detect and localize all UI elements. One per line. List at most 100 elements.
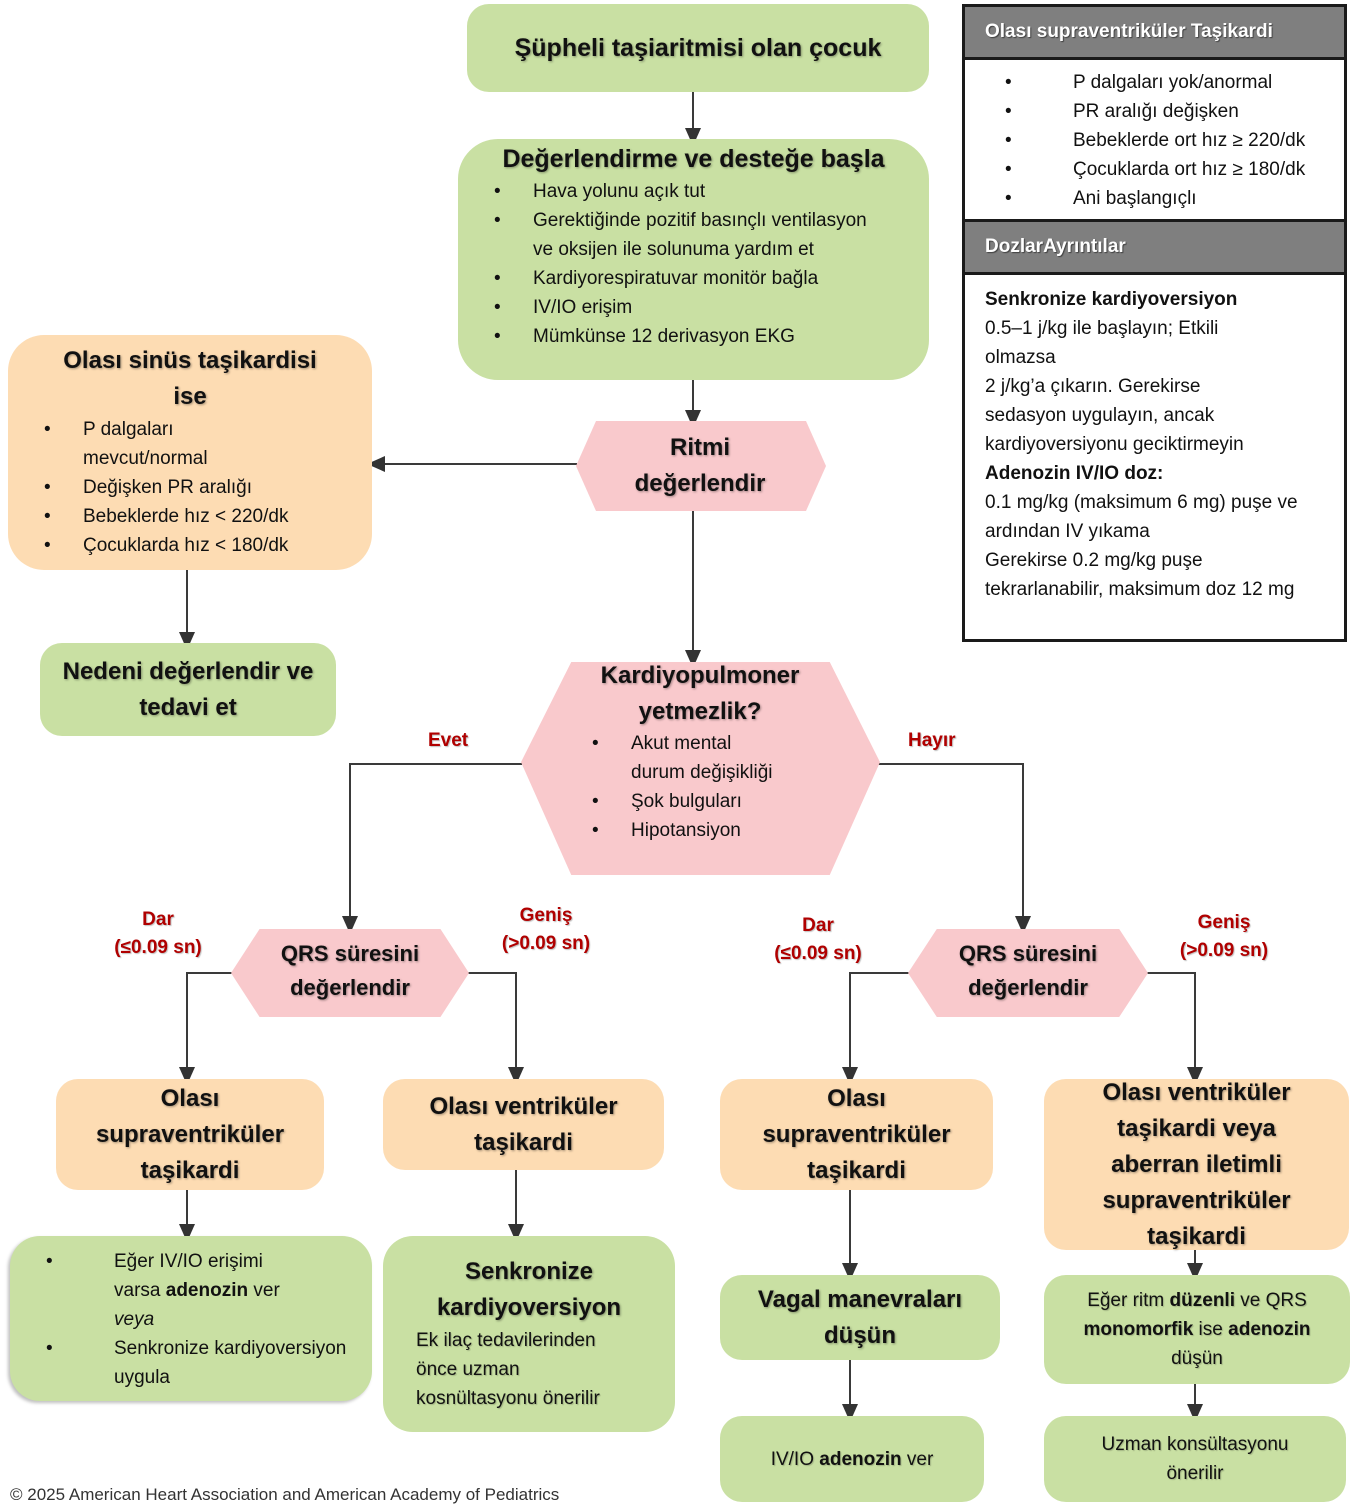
narrow-label-line1: Dar bbox=[142, 909, 174, 930]
assess-title: Değerlendirme ve desteğe başla bbox=[502, 145, 885, 173]
svt-criteria-header: Olası supraventriküler Taşikardi bbox=[965, 7, 1344, 60]
no-label: Hayır bbox=[908, 730, 956, 751]
left-vt-action-text: Ek ilaç tedavilerinden önce uzman kosnül… bbox=[416, 1330, 600, 1409]
left-vt-action-box: Senkronize kardiyoversiyon Ek ilaç tedav… bbox=[383, 1236, 675, 1432]
assess-item: Hava yolunu açık tut bbox=[458, 177, 929, 206]
consider-adenosine-text: Eğer ritm düzenli ve QRS monomorfik ise … bbox=[1044, 1286, 1350, 1373]
left-svt-box: Olası supraventriküler taşikardi bbox=[56, 1079, 324, 1190]
right-narrow-label: Dar (≤0.09 sn) bbox=[766, 912, 870, 968]
right-svt-title: Olası supraventriküler taşikardi bbox=[762, 1084, 951, 1184]
right-vt-box: Olası ventriküler taşikardi veya aberran… bbox=[1044, 1079, 1349, 1250]
adenosine-line: 0.1 mg/kg (maksimum 6 mg) puşe ve ardınd… bbox=[985, 492, 1298, 542]
cardio-item: Hipotansiyon bbox=[556, 816, 856, 845]
cardio-title: Kardiyopulmoner yetmezlik? bbox=[600, 662, 800, 725]
assess-list: Hava yolunu açık tut Gerektiğinde poziti… bbox=[458, 177, 929, 351]
copyright: © 2025 American Heart Association and Am… bbox=[10, 1485, 560, 1504]
cause-title: Nedeni değerlendir ve tedavi et bbox=[62, 657, 314, 721]
svt-criteria-item: PR aralığı değişken bbox=[985, 97, 1324, 126]
cardio-item: Akut mental durum değişikliği bbox=[556, 729, 856, 787]
sinus-title: Olası sinüs taşikardisi ise bbox=[63, 347, 317, 410]
arrow-left-wide bbox=[467, 972, 524, 1085]
adenosine-line: Gerekirse 0.2 mg/kg puşe tekrarlanabilir… bbox=[985, 550, 1295, 600]
dose-header: DozlarAyrıntılar bbox=[965, 222, 1344, 275]
cardioversion-line: 2 j/kg’a çıkarın. Gerekirse sedasyon uyg… bbox=[985, 376, 1244, 455]
arrow-right-wide bbox=[1145, 972, 1203, 1085]
vagal-box: Vagal manevraları düşün bbox=[720, 1275, 1000, 1360]
cardio-list: Akut mental durum değişikliği Şok bulgul… bbox=[556, 729, 856, 845]
text-run: ve QRS bbox=[1235, 1290, 1307, 1311]
qrs-decision-right bbox=[908, 929, 1148, 1017]
cardioversion-title: Senkronize kardiyoversiyon bbox=[985, 289, 1238, 310]
adenosine-title: Adenozin IV/IO doz: bbox=[985, 463, 1164, 484]
wide-label-line1: Geniş bbox=[519, 905, 573, 926]
narrow-label-line2: (≤0.09 sn) bbox=[774, 943, 862, 964]
left-vt-box: Olası ventriküler taşikardi bbox=[383, 1079, 664, 1170]
arrow-left-narrow bbox=[179, 972, 232, 1085]
consult-box: Uzman konsültasyonu önerilir bbox=[1044, 1416, 1346, 1502]
svt-criteria-item: Bebeklerde ort hız ≥ 220/dk bbox=[985, 126, 1324, 155]
right-wide-label: Geniş (>0.09 sn) bbox=[1172, 909, 1276, 965]
consult-text: Uzman konsültasyonu önerilir bbox=[1101, 1434, 1289, 1484]
wide-label-line1: Geniş bbox=[1197, 912, 1251, 933]
assess-item: Mümkünse 12 derivasyon EKG bbox=[458, 322, 929, 351]
text-run: ver bbox=[248, 1280, 280, 1301]
left-vt-action-title: Senkronize kardiyoversiyon bbox=[436, 1258, 622, 1321]
info-panel: Olası supraventriküler Taşikardi P dalga… bbox=[962, 4, 1347, 642]
left-wide-label: Geniş (>0.09 sn) bbox=[494, 902, 598, 958]
adenosine-text: IV/IO adenozin ver bbox=[771, 1445, 934, 1474]
text-run-bold: adenozin bbox=[165, 1280, 249, 1301]
yes-label: Evet bbox=[428, 730, 469, 751]
left-svt-action-list: Eğer IV/IO erişimi varsa adenozin ver ve… bbox=[10, 1247, 372, 1392]
svt-criteria-section: P dalgaları yok/anormal PR aralığı değiş… bbox=[965, 60, 1344, 222]
assess-item: IV/IO erişim bbox=[458, 293, 929, 322]
text-run: IV/IO bbox=[770, 1448, 820, 1470]
sinus-item: Çocuklarda hız < 180/dk bbox=[8, 531, 372, 560]
left-svt-action-box: Eğer IV/IO erişimi varsa adenozin ver ve… bbox=[10, 1236, 372, 1401]
svt-criteria-item: Çocuklarda ort hız ≥ 180/dk bbox=[985, 155, 1324, 184]
text-run-bold: monomorfik bbox=[1083, 1319, 1194, 1340]
arrow-no-branch bbox=[878, 763, 1031, 934]
narrow-label-line2: (≤0.09 sn) bbox=[114, 937, 202, 958]
cardioversion-line: 0.5–1 j/kg ile başlayın; Etkili olmazsa bbox=[985, 318, 1219, 368]
sinus-list: P dalgaları mevcut/normal Değişken PR ar… bbox=[8, 415, 372, 560]
text-run: düşün bbox=[1171, 1348, 1223, 1369]
text-run-bold: düzenli bbox=[1169, 1290, 1235, 1311]
assess-item: Kardiyorespiratuvar monitör bağla bbox=[458, 264, 929, 293]
text-run: Eğer ritm bbox=[1087, 1290, 1170, 1311]
svt-criteria-item: Ani başlangıçlı bbox=[985, 184, 1324, 213]
left-svt-title: Olası supraventriküler taşikardi bbox=[95, 1084, 285, 1184]
consider-adenosine-box: Eğer ritm düzenli ve QRS monomorfik ise … bbox=[1044, 1275, 1350, 1384]
right-svt-box: Olası supraventriküler taşikardi bbox=[720, 1079, 993, 1190]
qrs-title-right: QRS süresini değerlendir bbox=[958, 941, 1098, 1000]
text-run-bold: adenozin bbox=[819, 1448, 902, 1470]
sinus-item: P dalgaları mevcut/normal bbox=[8, 415, 372, 473]
cardio-item: Şok bulguları bbox=[556, 787, 856, 816]
text-run: ise bbox=[1193, 1319, 1229, 1340]
rhythm-decision bbox=[576, 421, 826, 511]
arrow-right-narrow bbox=[842, 972, 910, 1085]
svt-criteria-item: P dalgaları yok/anormal bbox=[985, 68, 1324, 97]
narrow-label-line1: Dar bbox=[802, 915, 834, 936]
start-title: Şüpheli taşiaritmisi olan çocuk bbox=[514, 34, 882, 62]
qrs-decision-left bbox=[231, 929, 469, 1017]
left-svt-action-item: Eğer IV/IO erişimi varsa adenozin ver ve… bbox=[10, 1247, 372, 1334]
wide-label-line2: (>0.09 sn) bbox=[1179, 940, 1269, 961]
right-vt-title: Olası ventriküler taşikardi veya aberran… bbox=[1102, 1078, 1291, 1250]
start-box: Şüpheli taşiaritmisi olan çocuk bbox=[467, 4, 929, 92]
left-svt-action-item: Senkronize kardiyoversiyon uygula bbox=[10, 1334, 372, 1392]
text-run: Eğer IV/IO erişimi varsa bbox=[114, 1251, 263, 1301]
text-run-bold: adenozin bbox=[1228, 1319, 1311, 1340]
assess-item: Gerektiğinde pozitif basınçlı ventilasyo… bbox=[458, 206, 929, 264]
sinus-box: Olası sinüs taşikardisi ise P dalgaları … bbox=[8, 335, 372, 570]
rhythm-title: Ritmi değerlendir bbox=[634, 434, 766, 497]
svt-criteria-list: P dalgaları yok/anormal PR aralığı değiş… bbox=[985, 68, 1324, 213]
assess-box: Değerlendirme ve desteğe başla Hava yolu… bbox=[458, 139, 929, 380]
left-vt-title: Olası ventriküler taşikardi bbox=[429, 1092, 618, 1156]
left-narrow-label: Dar (≤0.09 sn) bbox=[106, 906, 210, 962]
text-run: ver bbox=[901, 1448, 934, 1470]
sinus-item: Bebeklerde hız < 220/dk bbox=[8, 502, 372, 531]
vagal-title: Vagal manevraları düşün bbox=[757, 1285, 963, 1349]
dose-section: Senkronize kardiyoversiyon 0.5–1 j/kg il… bbox=[965, 275, 1344, 612]
sinus-item: Değişken PR aralığı bbox=[8, 473, 372, 502]
qrs-title-left: QRS süresini değerlendir bbox=[280, 941, 420, 1000]
